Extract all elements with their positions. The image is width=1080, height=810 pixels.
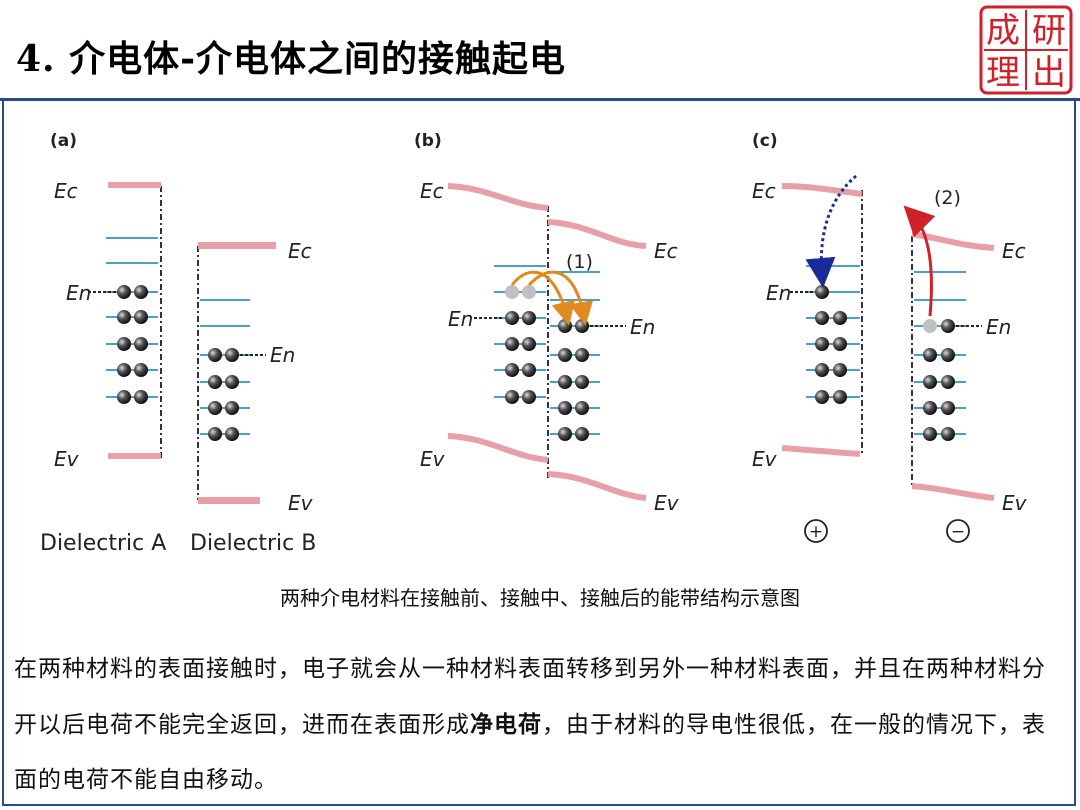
electrons-c-right (923, 319, 955, 441)
process-label-c: (2) (934, 187, 961, 209)
svg-text:+: + (809, 522, 823, 542)
electrons-a-left (117, 285, 148, 404)
hole-c-right (923, 319, 937, 333)
dielectric-a-label: Dielectric A (40, 531, 166, 556)
conduction-band-a-left (108, 182, 161, 188)
en-label-a-left: En (66, 281, 91, 305)
panel-b: (b) (414, 131, 680, 515)
electrons-c-left (815, 285, 847, 404)
return-arrow-c (805, 174, 857, 288)
body-paragraph: 在两种材料的表面接触时，电子就会从一种材料表面转移到另外一种材料表面，并且在两种… (14, 642, 1064, 808)
en-label-c-right: En (986, 315, 1011, 339)
holes-b-left (505, 285, 536, 299)
seal-char-2: 研 (1032, 11, 1066, 51)
process-label-b: (1) (566, 251, 593, 273)
positive-charge-icon: + (804, 519, 828, 543)
paragraph-emphasis: 净电荷 (470, 711, 542, 738)
surface-states-b-right (550, 271, 600, 435)
panel-a-label: (a) (50, 131, 77, 151)
ec-label-a-right: Ec (288, 239, 312, 263)
transfer-arrow-b-1 (510, 270, 576, 326)
figure-caption: 两种介电材料在接触前、接触中、接触后的能带结构示意图 (280, 586, 800, 610)
electrons-b-left (505, 311, 536, 404)
surface-states-c-left (806, 265, 860, 398)
paragraph-part-1: 在两种材料的表面接触时，电子就会从一种材料表面转移到另外一种材料表面，并且在两种… (14, 656, 1046, 738)
ec-label-b-right: Ec (654, 239, 678, 263)
content-frame (2, 101, 1076, 806)
panel-b-label: (b) (414, 131, 442, 151)
title-divider (0, 98, 1080, 101)
conduction-band-b-right (547, 219, 647, 249)
seal-char-4: 出 (1032, 53, 1066, 93)
conduction-band-c-left (781, 183, 863, 197)
ev-label-a-left: Ev (54, 447, 80, 471)
escape-arrow-c (903, 205, 936, 317)
valence-band-b-left (447, 433, 549, 463)
conduction-band-a-right (198, 242, 276, 249)
surface-states-a-left (106, 237, 158, 398)
panel-c-label: (c) (752, 131, 778, 151)
paragraph-part-2: ，由于材料的导电性很低，在一般的情况下，表面的电荷不能自由移动。 (14, 712, 1046, 793)
en-label-c-left: En (766, 281, 791, 305)
en-label-b-right: En (630, 315, 655, 339)
seal-logo: 成 研 理 出 (979, 5, 1073, 95)
surface-states-b-left (494, 265, 546, 398)
surface-states-c-right (914, 271, 966, 435)
negative-charge-icon: − (946, 519, 970, 543)
seal-char-1: 成 (986, 11, 1020, 51)
ev-label-c-right: Ev (1002, 491, 1028, 515)
electrons-a-right (208, 348, 239, 441)
dielectric-b-label: Dielectric B (190, 531, 316, 556)
surface-states-a-right (200, 299, 250, 435)
seal-char-3: 理 (986, 53, 1020, 93)
ec-label-a-left: Ec (54, 179, 78, 203)
valence-band-c-left (781, 445, 861, 457)
panel-c: (c) Ec En Ev (752, 131, 1028, 543)
title-bar: 4. 介电体-介电体之间的接触起电 成 研 理 出 (0, 0, 1080, 100)
ec-label-c-left: Ec (752, 179, 776, 203)
valence-band-c-right (911, 483, 995, 501)
page-title: 4. 介电体-介电体之间的接触起电 (16, 38, 567, 80)
band-diagram: (a) Ec En Ev (40, 131, 1028, 556)
ec-label-b-left: Ec (420, 179, 444, 203)
transfer-arrow-b-2 (527, 270, 594, 326)
valence-band-b-right (547, 471, 647, 501)
en-label-b-left: En (448, 307, 473, 331)
ev-label-b-right: Ev (654, 491, 680, 515)
conduction-band-b-left (447, 183, 549, 211)
ev-label-b-left: Ev (420, 447, 446, 471)
panel-a: (a) Ec En Ev (40, 131, 316, 556)
valence-band-a-left (108, 453, 161, 459)
ev-label-a-right: Ev (288, 491, 314, 515)
electrons-b-right (558, 319, 589, 441)
en-label-a-right: En (270, 343, 295, 367)
ev-label-c-left: Ev (752, 447, 778, 471)
svg-text:−: − (951, 522, 965, 542)
ec-label-c-right: Ec (1002, 239, 1026, 263)
valence-band-a-right (198, 497, 260, 504)
